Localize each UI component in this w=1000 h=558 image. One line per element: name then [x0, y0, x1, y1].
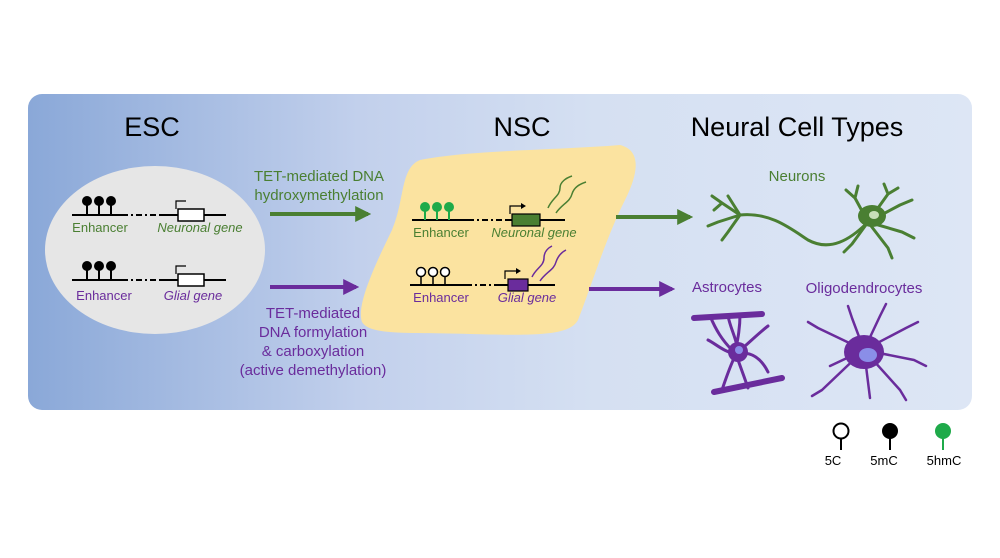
legend-5c-label: 5C [825, 453, 842, 468]
gene-box [511, 213, 541, 227]
oligodendrocytes-label: Oligodendrocytes [806, 280, 923, 297]
green-transition-line-2: hydroxymethylation [254, 187, 383, 204]
methylated-mark-icon [82, 261, 92, 280]
green-transition-line-1: TET-mediated DNA [254, 168, 384, 185]
nsc-glial-enhancer-label: Enhancer [413, 290, 469, 305]
gene-box [177, 208, 205, 222]
transcript-icon [555, 181, 587, 214]
astrocyte-icon [691, 311, 785, 395]
methylated-mark-icon [94, 196, 104, 215]
purple-transition-line-3: & carboxylation [262, 343, 365, 360]
neurons-label: Neurons [769, 168, 826, 185]
hydroxymethylated-mark-icon [420, 202, 430, 220]
transcript-icon [531, 245, 553, 278]
purple-transition-line-2: DNA formylation [259, 324, 367, 341]
purple-transition-line-4: (active demethylation) [240, 362, 387, 379]
unmethylated-mark-icon [439, 266, 451, 285]
legend-5hmc-label: 5hmC [927, 453, 962, 468]
purple-transition-line-1: TET-mediated [266, 305, 360, 322]
legend-5c-icon [832, 422, 850, 450]
esc-neuronal-locus: Enhancer Neuronal gene [72, 196, 243, 235]
promoter-arrowhead-icon [516, 268, 521, 274]
legend-5hmc-icon [935, 423, 951, 450]
legend-5mc-icon [882, 423, 898, 450]
nsc-glial-locus: Enhancer Glial gene [410, 245, 567, 305]
transcript-icon [547, 175, 573, 209]
legend: 5C 5mC 5hmC [825, 422, 962, 468]
oligodendrocyte-icon [806, 302, 928, 402]
promoter-arrow-icon [504, 270, 516, 279]
gene-box [507, 278, 529, 292]
esc-neuronal-enhancer-label: Enhancer [72, 220, 128, 235]
unmethylated-mark-icon [427, 266, 439, 285]
gene-box [177, 273, 205, 287]
esc-glial-locus: Enhancer Glial gene [72, 261, 226, 303]
promoter-arrow-icon [175, 265, 186, 274]
methylated-mark-icon [82, 196, 92, 215]
neuron-icon [706, 182, 916, 260]
heading-esc: ESC [124, 112, 180, 142]
promoter-arrow-icon [175, 200, 186, 209]
nsc-glial-gene-label: Glial gene [498, 290, 557, 305]
esc-glial-gene-label: Glial gene [164, 288, 223, 303]
esc-neuronal-gene-label: Neuronal gene [157, 220, 242, 235]
esc-glial-enhancer-label: Enhancer [76, 288, 132, 303]
methylated-mark-icon [94, 261, 104, 280]
methylated-mark-icon [106, 196, 116, 215]
heading-nsc: NSC [493, 112, 550, 142]
nsc-region [360, 145, 636, 335]
legend-5mc-label: 5mC [870, 453, 897, 468]
esc-ellipse [45, 166, 265, 334]
promoter-arrow-icon [509, 205, 521, 214]
nsc-neuronal-enhancer-label: Enhancer [413, 225, 469, 240]
methylated-mark-icon [106, 261, 116, 280]
hydroxymethylated-mark-icon [444, 202, 454, 220]
heading-neural-cell-types: Neural Cell Types [691, 112, 904, 142]
nsc-neuronal-locus: Enhancer Neuronal gene [412, 175, 587, 240]
nsc-neuronal-gene-label: Neuronal gene [491, 225, 576, 240]
hydroxymethylated-mark-icon [432, 202, 442, 220]
astrocytes-label: Astrocytes [692, 279, 762, 296]
promoter-arrowhead-icon [521, 203, 526, 209]
transcript-icon [539, 249, 567, 282]
unmethylated-mark-icon [415, 266, 427, 285]
